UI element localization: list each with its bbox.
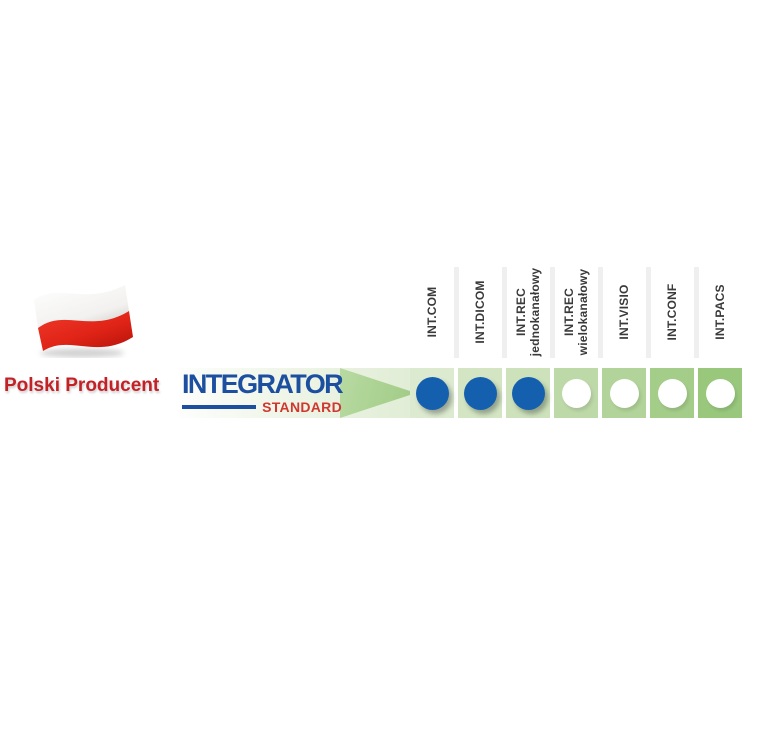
producer-label: Polski Producent (4, 375, 160, 396)
column-header-line: INT.REC (562, 287, 576, 337)
column-header-line: INT.REC (514, 287, 528, 337)
column-separator (454, 267, 459, 358)
column-header-line: INT.COM (425, 286, 439, 338)
column-header-int-com: INT.COM (414, 266, 450, 358)
column-header-int-visio: INT.VISIO (606, 266, 642, 358)
flag-red-stripe (38, 311, 133, 351)
integrator-logo-title: INTEGRATOR (182, 369, 344, 399)
included-dot (511, 376, 545, 410)
included-dot (415, 376, 449, 410)
flag-shadow (40, 348, 124, 358)
feature-cell-int-com (410, 368, 454, 418)
column-separator (502, 267, 507, 358)
column-header-line: INT.CONF (665, 283, 679, 341)
column-header-line: wielokanałowy (576, 268, 590, 356)
logo-underline (182, 405, 257, 409)
column-separator (694, 267, 699, 358)
column-header-int-pacs: INT.PACS (702, 266, 738, 358)
feature-cell-int-rec-jednokanalowy (506, 368, 550, 418)
feature-cell-int-visio (602, 368, 646, 418)
excluded-dot (705, 378, 735, 408)
column-separator (550, 267, 555, 358)
included-dot (463, 376, 497, 410)
integrator-logo: INTEGRATOR STANDARD (182, 369, 344, 415)
column-header-int-dicom: INT.DICOM (462, 266, 498, 358)
column-separator (598, 267, 603, 358)
integrator-logo-subtitle: STANDARD (262, 399, 342, 415)
feature-cell-int-rec-wielokanalowy (554, 368, 598, 418)
column-header-line: INT.VISIO (617, 284, 631, 340)
feature-cell-int-dicom (458, 368, 502, 418)
excluded-dot (561, 378, 591, 408)
column-header-line: INT.DICOM (473, 280, 487, 344)
feature-cell-int-conf (650, 368, 694, 418)
column-header-line: jednokanałowy (528, 267, 542, 357)
excluded-dot (609, 378, 639, 408)
column-separator (646, 267, 651, 358)
column-header-line: INT.PACS (713, 284, 727, 340)
poland-flag-icon (34, 285, 133, 358)
column-header-int-conf: INT.CONF (654, 266, 690, 358)
feature-cell-int-pacs (698, 368, 742, 418)
flag-white-stripe (34, 285, 129, 328)
excluded-dot (657, 378, 687, 408)
